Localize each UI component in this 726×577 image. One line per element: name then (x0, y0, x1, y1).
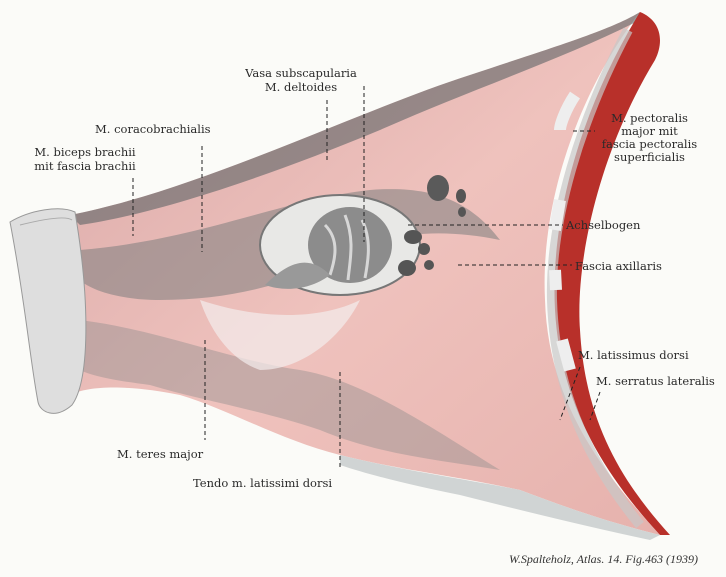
fascia-edge (546, 27, 644, 529)
vessel-openings (398, 175, 466, 276)
label-coracobrachialis: M. coracobrachialis (95, 122, 211, 136)
label-deltoides: M. deltoides (264, 80, 338, 94)
arm-cut-section (9, 208, 87, 414)
opening-lip (265, 262, 330, 289)
tendon-edge (340, 455, 660, 540)
figure-caption: W.Spalteholz, Atlas. 14. Fig.463 (1939) (509, 552, 698, 566)
label-pectoralis-3: fascia pectoralis (601, 137, 698, 151)
label-pectoralis: M. pectoralis (611, 111, 688, 125)
lower-shadow-band (80, 320, 500, 470)
cut-section-highlights (549, 91, 581, 372)
label-teres-major: M. teres major (117, 447, 204, 461)
label-biceps-fascia: mit fascia brachii (34, 159, 136, 173)
arm-cut-rim (19, 217, 73, 226)
fascia-highlight (200, 300, 360, 370)
label-pectoralis-2: major mit (621, 124, 678, 138)
upper-edge (70, 12, 640, 225)
label-latissimus: M. latissimus dorsi (578, 348, 689, 362)
label-vasa-subscapularia: Vasa subscapularia (245, 66, 357, 80)
label-pectoralis-4: superficialis (614, 150, 685, 164)
cavity-folds (323, 214, 370, 281)
label-tendo-latissimi: Tendo m. latissimi dorsi (193, 476, 333, 490)
leader-lines (132, 86, 601, 470)
label-fascia-axillaris: Fascia axillaris (575, 259, 662, 273)
label-biceps: M. biceps brachii (34, 145, 136, 159)
label-achselbogen: Achselbogen (566, 218, 641, 232)
label-serratus: M. serratus lateralis (596, 374, 715, 388)
